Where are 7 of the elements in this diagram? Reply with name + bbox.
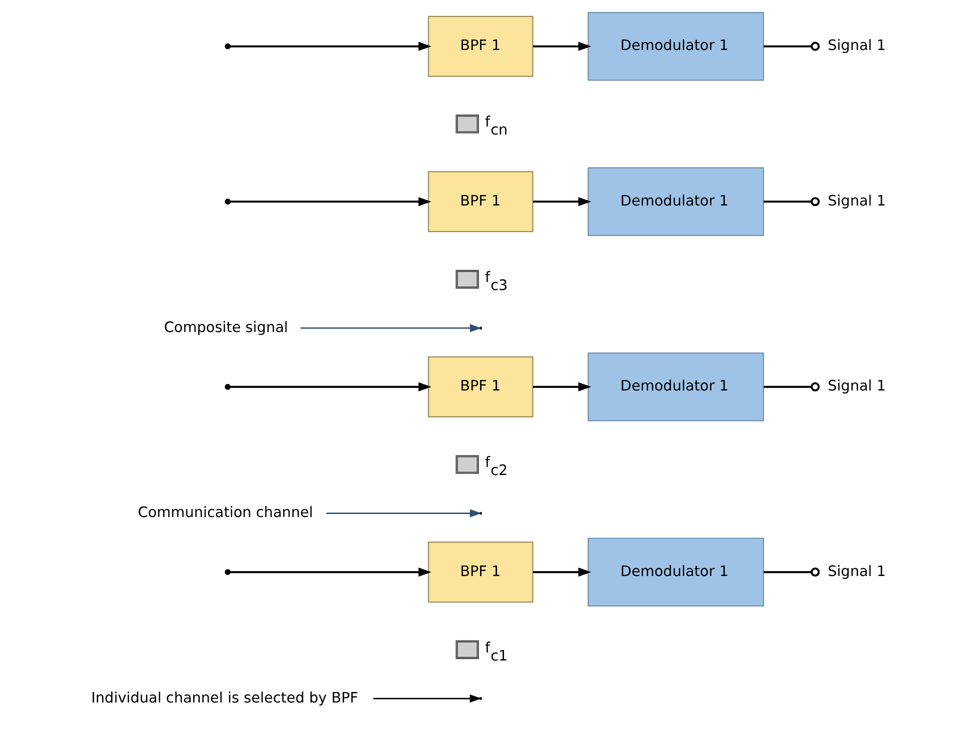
node-text: Communication channel xyxy=(138,505,314,522)
node-text: Signal 1 xyxy=(828,378,886,395)
node-text: Signal 1 xyxy=(828,564,886,580)
node-text: Signal 1 xyxy=(828,193,886,210)
node-text: Composite signal xyxy=(164,320,288,336)
node-text: Individual channel is selected by BPF xyxy=(91,690,358,706)
node-text: Signal 1 xyxy=(828,38,886,54)
